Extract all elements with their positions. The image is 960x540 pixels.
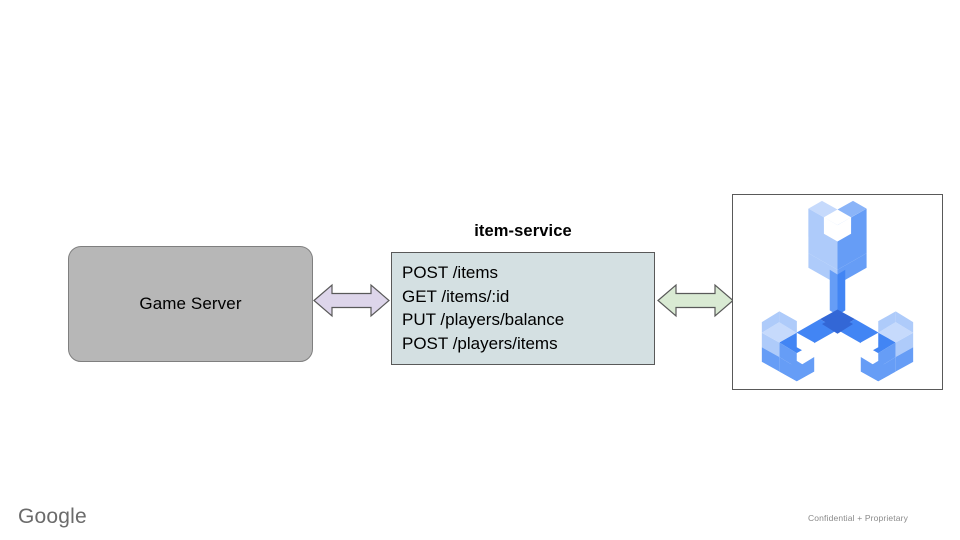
endpoint-item-3: POST /players/items [402, 333, 558, 353]
confidential-notice: Confidential + Proprietary [808, 513, 909, 523]
google-wordmark: Google [18, 505, 87, 528]
connector-item-service-to-datastore-icon [657, 282, 734, 319]
datastore-image-frame [732, 194, 943, 390]
endpoint-item-2: PUT /players/balance [402, 310, 565, 329]
endpoint-item-1: GET /items/:id [402, 286, 510, 306]
endpoint-item-0: POST /items [402, 263, 499, 282]
game-server-label: Game Server [139, 294, 242, 313]
game-server-box[interactable]: Game Server [68, 246, 313, 362]
item-service-title: item-service [474, 222, 572, 240]
connector-game-server-to-item-service-icon [313, 282, 390, 319]
item-service-box[interactable]: POST /items GET /items/:id PUT /players/… [391, 252, 655, 365]
isometric-three-armed-wrench-icon [761, 200, 914, 382]
